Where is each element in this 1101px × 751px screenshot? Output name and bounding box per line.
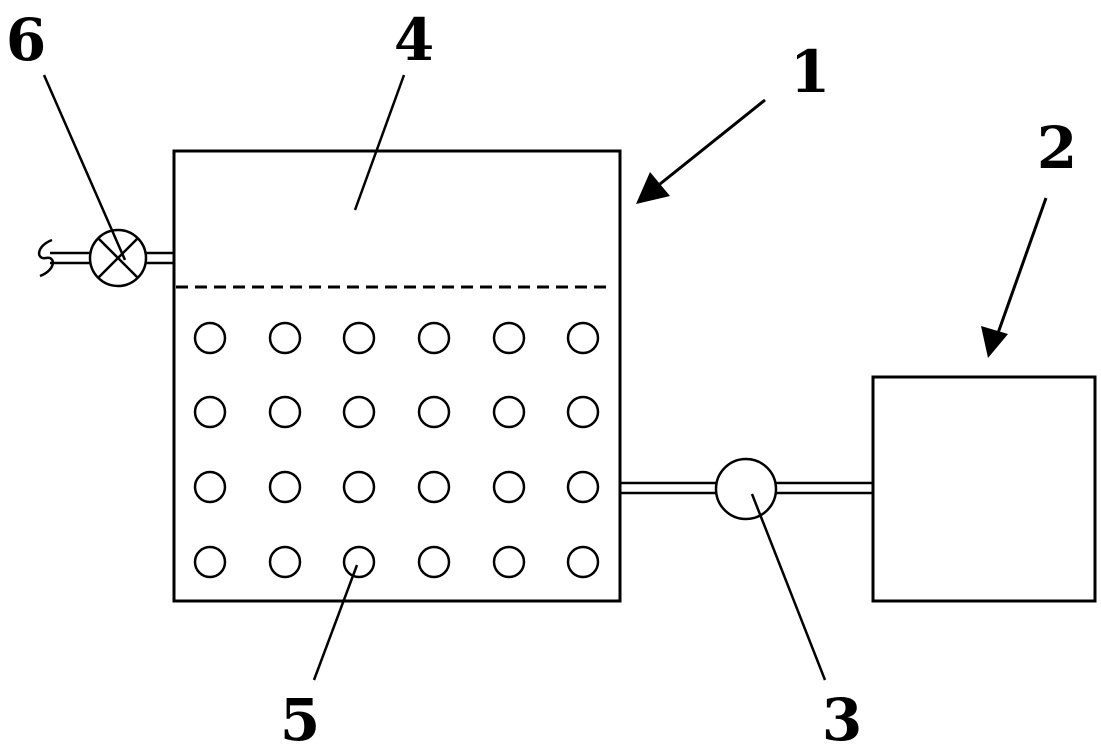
arrow-2 — [990, 197, 1048, 351]
label-5: 5 — [280, 686, 320, 751]
label-2: 2 — [1037, 114, 1077, 182]
media-ball — [492, 395, 526, 429]
leader-line-5 — [312, 564, 359, 681]
media-ball — [492, 321, 526, 355]
valve-cross-icon — [97, 237, 139, 279]
valve-pipe — [50, 251, 174, 265]
media-ball — [342, 395, 376, 429]
media-ball — [342, 545, 376, 579]
media-balls-group — [193, 321, 600, 579]
label-3: 3 — [822, 686, 862, 751]
leader-line-6 — [42, 74, 127, 261]
arrow-1-head — [636, 172, 670, 204]
media-ball — [566, 470, 600, 504]
media-ball — [566, 395, 600, 429]
media-ball — [417, 470, 451, 504]
media-ball — [492, 545, 526, 579]
pump — [714, 457, 778, 521]
arrow-1 — [639, 98, 766, 202]
media-ball — [417, 395, 451, 429]
arrow-2-head — [981, 326, 1008, 358]
media-ball — [492, 470, 526, 504]
media-ball — [268, 395, 302, 429]
valve — [88, 228, 148, 288]
media-ball — [417, 545, 451, 579]
media-ball — [566, 321, 600, 355]
media-ball — [268, 470, 302, 504]
label-1: 1 — [790, 38, 830, 106]
leader-line-3 — [750, 493, 827, 681]
label-4: 4 — [394, 6, 434, 74]
media-ball — [342, 470, 376, 504]
media-ball — [566, 545, 600, 579]
media-ball — [193, 321, 227, 355]
external-box — [871, 375, 1097, 603]
media-ball — [268, 321, 302, 355]
label-6: 6 — [6, 6, 46, 74]
media-ball — [268, 545, 302, 579]
pipe-tank-to-pump — [620, 481, 717, 495]
media-ball — [342, 321, 376, 355]
media-ball — [193, 395, 227, 429]
pipe-break-icon — [38, 238, 54, 278]
media-ball — [417, 321, 451, 355]
tank — [172, 149, 622, 603]
media-ball — [193, 545, 227, 579]
media-ball — [193, 470, 227, 504]
leader-line-4 — [353, 74, 406, 211]
pipe-pump-to-box — [776, 481, 873, 495]
